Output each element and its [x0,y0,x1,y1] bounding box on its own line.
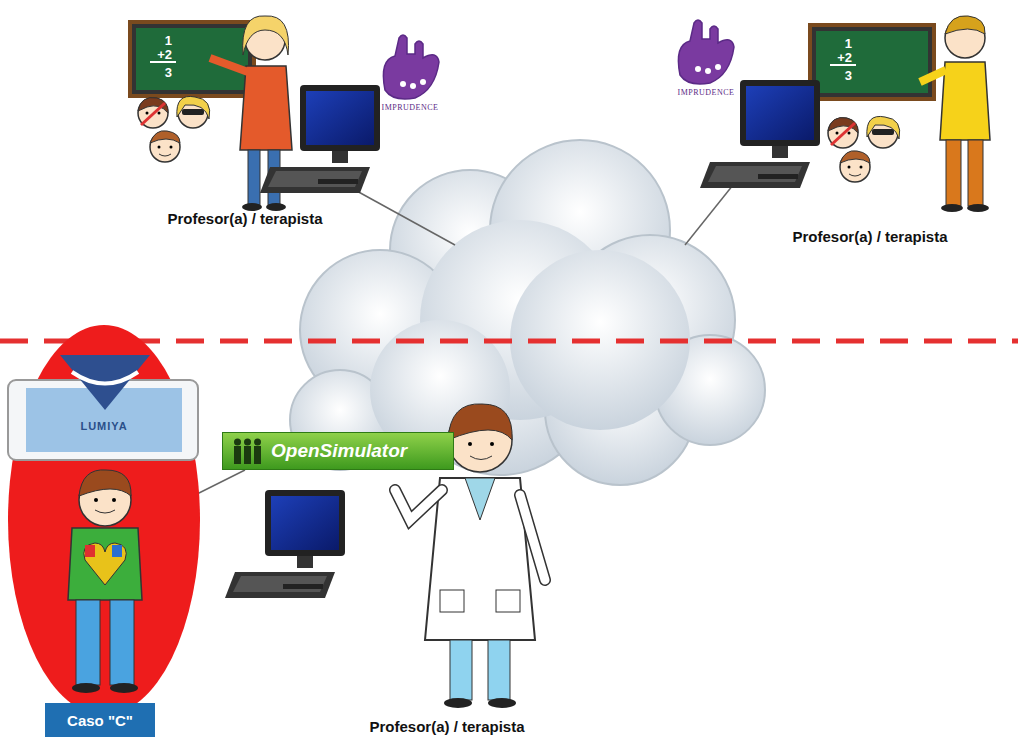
chalkboard-number: +2 [150,48,172,61]
caption-label: Profesor(a) / terapista [792,228,947,245]
caption-label: Profesor(a) / terapista [167,210,322,227]
software-banner: OpenSimulator [222,432,454,470]
chalkboard-number: 3 [150,66,172,79]
chalkboard-number: 3 [830,69,852,82]
chalkboard-number: 1 [150,34,172,47]
logo-text: IMPRUDENCE [677,88,734,97]
node-text: Caso "C" [67,712,133,729]
chalkboard-number: 1 [830,37,852,50]
software-icon [230,438,264,466]
caption-label: Profesor(a) / terapista [369,718,524,735]
case-box: Caso "C" [45,703,155,737]
logo-text: LUMIYA [80,420,127,432]
node-text: OpenSimulator [271,440,407,462]
logo-text: IMPRUDENCE [381,103,438,112]
chalkboard-number: +2 [830,51,852,64]
